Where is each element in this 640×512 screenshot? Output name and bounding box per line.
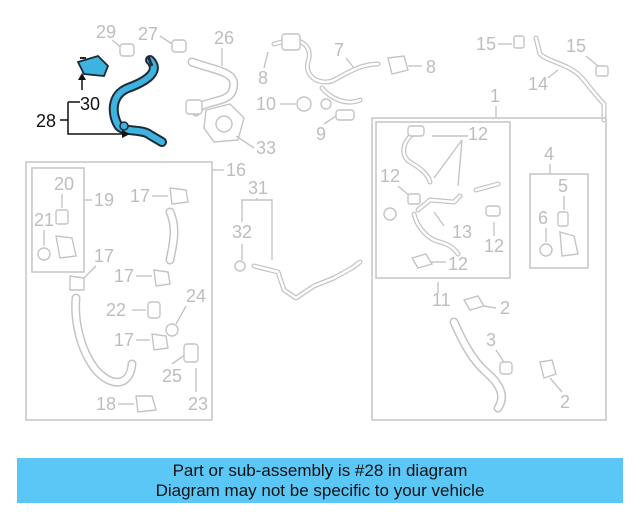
callout-16: 16 bbox=[226, 160, 246, 180]
callout-19: 19 bbox=[94, 190, 114, 210]
highlight-hose bbox=[110, 57, 165, 145]
info-banner: Part or sub-assembly is #28 in diagram D… bbox=[17, 458, 623, 503]
callout-10: 10 bbox=[256, 94, 276, 114]
callout-32: 32 bbox=[232, 222, 252, 242]
callout-4: 4 bbox=[544, 144, 554, 164]
box-19 bbox=[31, 167, 85, 273]
callout-17b: 17 bbox=[94, 246, 114, 266]
callout-1: 1 bbox=[490, 86, 500, 106]
callout-23: 23 bbox=[188, 394, 208, 414]
callout-12b: 12 bbox=[380, 166, 400, 186]
callout-28: 28 bbox=[36, 111, 56, 131]
callout-18: 18 bbox=[96, 394, 116, 414]
parts-diagram: 30 28 29 27 26 33 8 7 8 10 9 15 15 14 bbox=[25, 22, 609, 421]
callout-14: 14 bbox=[528, 74, 548, 94]
callout-31: 31 bbox=[248, 178, 268, 198]
callout-8a: 8 bbox=[258, 68, 268, 88]
callout-30: 30 bbox=[80, 94, 100, 114]
callout-13: 13 bbox=[452, 222, 472, 242]
box-4 bbox=[529, 173, 589, 269]
callout-12a: 12 bbox=[468, 124, 488, 144]
callout-2b: 2 bbox=[560, 392, 570, 412]
callout-9: 9 bbox=[316, 124, 326, 144]
box-1 bbox=[371, 117, 607, 421]
callout-21: 21 bbox=[34, 210, 54, 230]
callout-24: 24 bbox=[186, 286, 206, 306]
callout-2a: 2 bbox=[500, 298, 510, 318]
callout-15a: 15 bbox=[476, 34, 496, 54]
banner-line-2: Diagram may not be specific to your vehi… bbox=[155, 480, 485, 500]
callout-17d: 17 bbox=[114, 330, 134, 350]
callout-15b: 15 bbox=[566, 36, 586, 56]
callout-12c: 12 bbox=[484, 236, 504, 256]
callout-20: 20 bbox=[54, 174, 74, 194]
highlighted-hose-assembly[interactable] bbox=[76, 54, 167, 147]
callout-28-leader bbox=[60, 73, 130, 138]
callout-22: 22 bbox=[106, 300, 126, 320]
box-11 bbox=[375, 121, 511, 279]
callout-25: 25 bbox=[162, 366, 182, 386]
bracket-30 bbox=[76, 54, 110, 77]
callout-11: 11 bbox=[432, 290, 451, 310]
callout-5: 5 bbox=[558, 176, 568, 196]
callout-33: 33 bbox=[256, 138, 276, 158]
callout-8b: 8 bbox=[426, 57, 436, 77]
callout-17a: 17 bbox=[130, 186, 150, 206]
callout-12d: 12 bbox=[448, 254, 468, 274]
banner-line-1: Part or sub-assembly is #28 in diagram bbox=[172, 460, 468, 480]
callout-7: 7 bbox=[334, 40, 344, 60]
callout-6: 6 bbox=[538, 208, 548, 228]
callout-26: 26 bbox=[214, 28, 234, 48]
callout-27: 27 bbox=[138, 24, 158, 44]
callout-17c: 17 bbox=[114, 266, 134, 286]
box-16 bbox=[25, 161, 213, 421]
callout-29: 29 bbox=[96, 22, 116, 42]
callout-3: 3 bbox=[486, 330, 496, 350]
